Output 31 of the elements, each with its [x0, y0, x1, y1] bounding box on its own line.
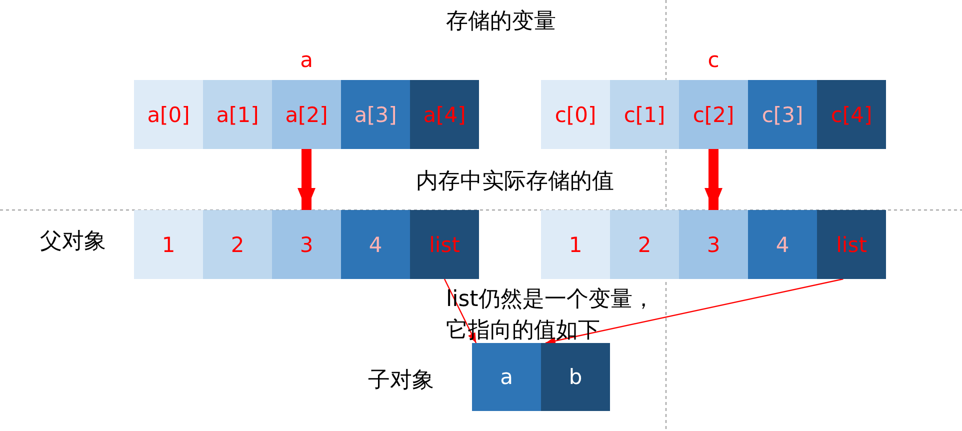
memory-cell: list [817, 210, 886, 279]
arrow [704, 149, 722, 210]
memory-cell: a[1] [203, 80, 272, 149]
memory-cell: a[4] [410, 80, 479, 149]
memory-cell: c[0] [541, 80, 610, 149]
memory-cell: c[4] [817, 80, 886, 149]
memory-cell: c[1] [610, 80, 679, 149]
variable-name: c [708, 48, 720, 72]
section-heading: 内存中实际存储的值 [416, 168, 614, 196]
memory-cell: a [472, 343, 541, 411]
memory-cell: 1 [134, 210, 203, 279]
memory-cell: 4 [341, 210, 410, 279]
memory-cell: list [410, 210, 479, 279]
arrow [298, 149, 316, 210]
row-label: 父对象 [40, 228, 106, 256]
memory-cell: a[0] [134, 80, 203, 149]
memory-cell: 2 [610, 210, 679, 279]
memory-cell: 3 [272, 210, 341, 279]
memory-cell: 1 [541, 210, 610, 279]
memory-cell: 4 [748, 210, 817, 279]
variable-name: a [300, 48, 313, 72]
memory-cell: 3 [679, 210, 748, 279]
memory-cell: 2 [203, 210, 272, 279]
section-heading: 存储的变量 [446, 8, 556, 36]
memory-cell: a[2] [272, 80, 341, 149]
memory-cell: b [541, 343, 610, 411]
arrow [545, 278, 844, 345]
memory-cell: c[3] [748, 80, 817, 149]
row-label: 子对象 [368, 367, 434, 395]
memory-cell: a[3] [341, 80, 410, 149]
memory-cell: c[2] [679, 80, 748, 149]
